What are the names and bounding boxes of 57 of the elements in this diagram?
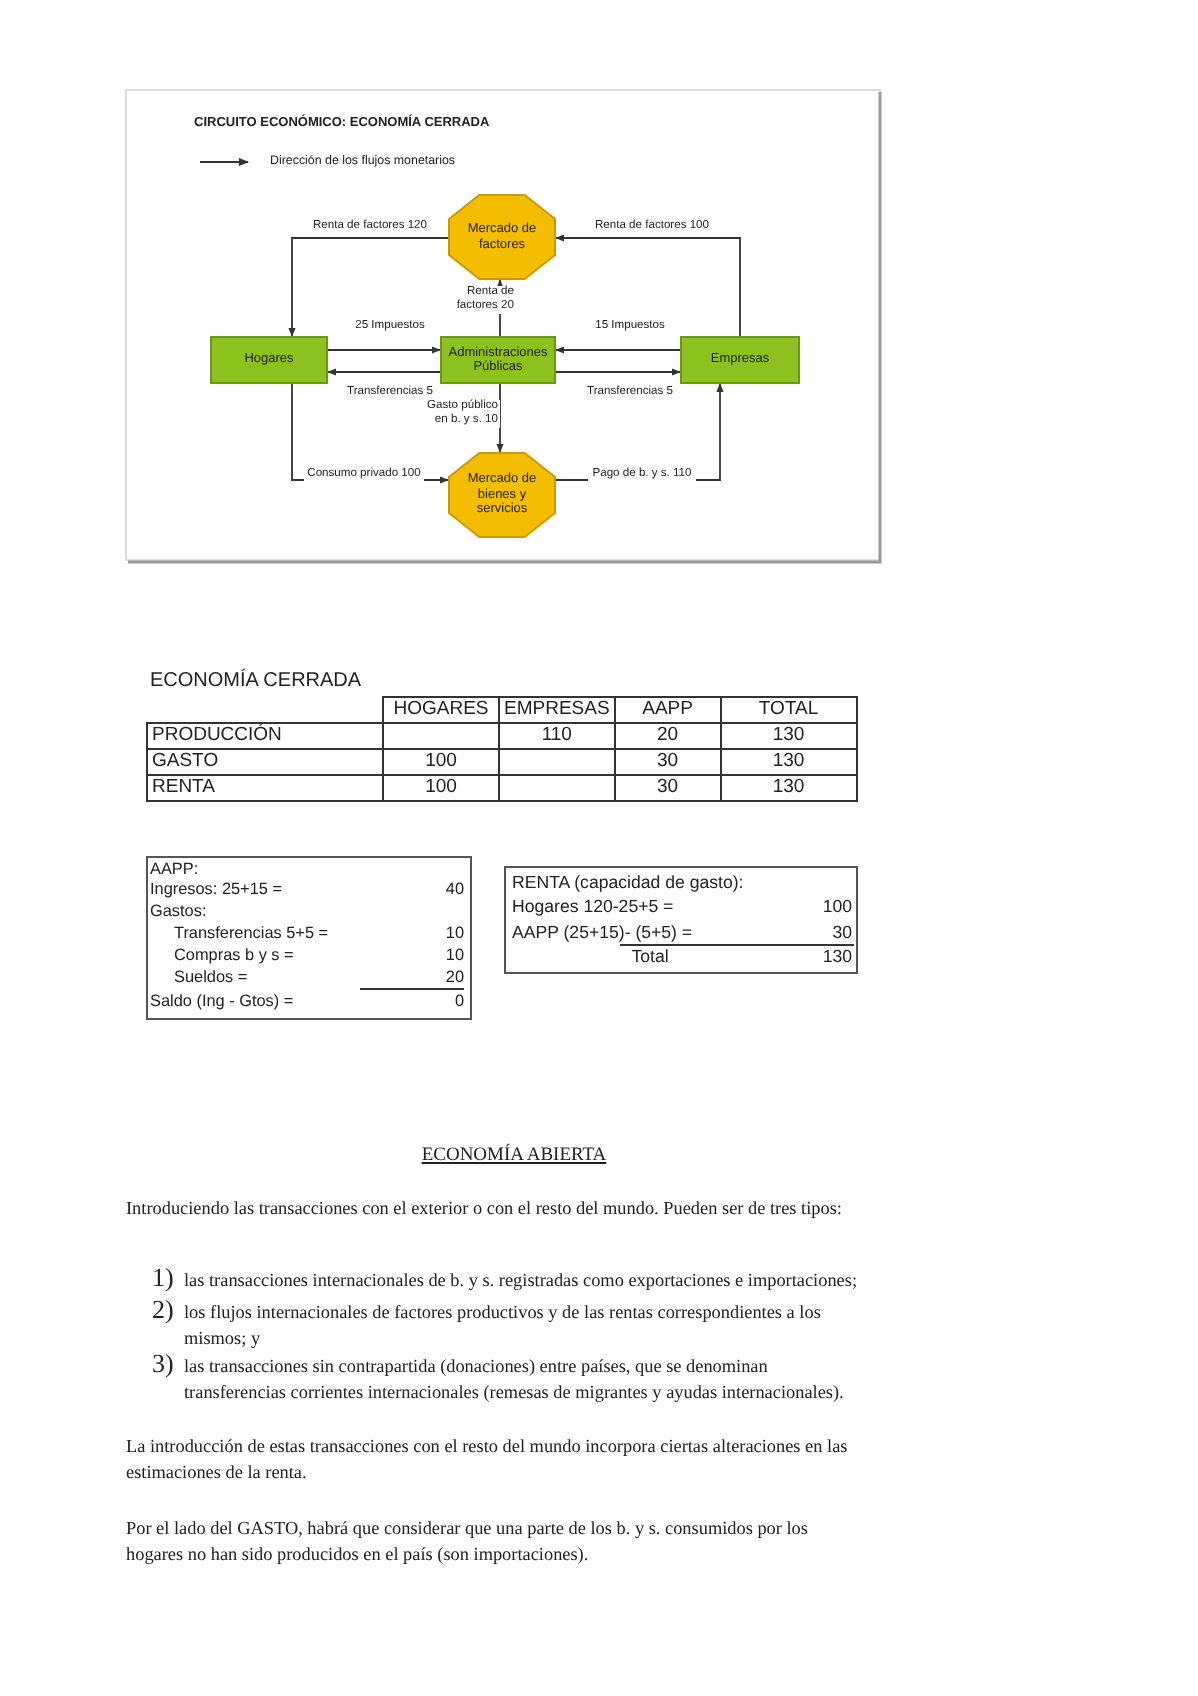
row-header: RENTA: [147, 775, 383, 801]
panel-text: Ingresos: 25+15 =: [150, 880, 283, 898]
panel-text: Compras b y s =: [174, 946, 294, 964]
row-header: PRODUCCIÓN: [147, 723, 383, 749]
table-value: 130: [720, 723, 857, 749]
paragraph: La introducción de estas transacciones con el resto del mundo incorpora ciertas alteraciones en las estimaciones de la renta.: [126, 1434, 850, 1486]
arrow: [327, 368, 441, 376]
arrow: [555, 368, 681, 376]
process-box: [440, 336, 556, 384]
paragraph: Introduciendo las transacciones con el exterior o con el resto del mundo. Pueden ser de tres tipos:: [126, 1196, 844, 1222]
arrow: [288, 237, 449, 337]
panel-text: AAPP:: [150, 860, 199, 878]
panel-value: 130: [820, 946, 852, 966]
list-number: 1): [152, 1262, 174, 1294]
panel-value: 10: [443, 946, 464, 964]
table-title: ECONOMÍA CERRADA: [150, 670, 362, 692]
panel-text: Total: [629, 946, 671, 966]
arrow: [555, 346, 681, 354]
table-value: 100: [383, 749, 499, 775]
panel-value: 100: [820, 896, 852, 916]
panel-text: Saldo (Ing - Gtos) =: [150, 992, 294, 1010]
column-header: HOGARES: [383, 697, 499, 723]
table-value: 20: [614, 723, 721, 749]
table-value: 30: [614, 749, 721, 775]
octagon-node: [448, 452, 556, 538]
panel-value: 40: [443, 880, 464, 898]
panel-value: 0: [452, 992, 464, 1010]
column-header: EMPRESAS: [499, 697, 615, 723]
section-heading: ECONOMÍA ABIERTA: [419, 1146, 609, 1166]
table-value: 130: [720, 749, 857, 775]
table-value: 30: [614, 775, 721, 801]
column-header: AAPP: [614, 697, 721, 723]
panel-text: AAPP (25+15)- (5+5) =: [512, 922, 693, 942]
panel-text: RENTA (capacidad de gasto):: [512, 872, 744, 892]
table-value: 100: [383, 775, 499, 801]
list-item-text: las transacciones sin contrapartida (donaciones) entre países, que se denominan transferencias corrientes internacionales (remesas de migrantes y ayudas internacionales).: [184, 1354, 846, 1406]
paragraph: Por el lado del GASTO, habrá que considerar que una parte de los b. y s. consumidos por los hogares no han sido producidos en el país (son importaciones).: [126, 1516, 810, 1568]
process-box: [210, 336, 328, 384]
table-value: 110: [499, 723, 615, 749]
panel-value: 30: [830, 922, 852, 942]
panel-value: 10: [443, 924, 464, 942]
column-header: TOTAL: [720, 697, 857, 723]
list-item-text: las transacciones internacionales de b. y s. registradas como exportaciones e importaciones;: [184, 1268, 860, 1294]
row-header: GASTO: [147, 749, 383, 775]
list-number: 2): [152, 1294, 174, 1326]
panel-text: Transferencias 5+5 =: [174, 924, 329, 942]
octagon-node: [448, 194, 556, 280]
list-number: 3): [152, 1348, 174, 1380]
arrow: [496, 383, 504, 453]
panel-text: Hogares 120-25+5 =: [512, 896, 674, 916]
arrow: [555, 234, 741, 337]
panel-value: 20: [443, 968, 464, 986]
table-value: 130: [720, 775, 857, 801]
arrow: [327, 346, 441, 354]
panel-text: Gastos:: [150, 902, 207, 920]
panel-text: Sueldos =: [174, 968, 248, 986]
process-box: [680, 336, 800, 384]
